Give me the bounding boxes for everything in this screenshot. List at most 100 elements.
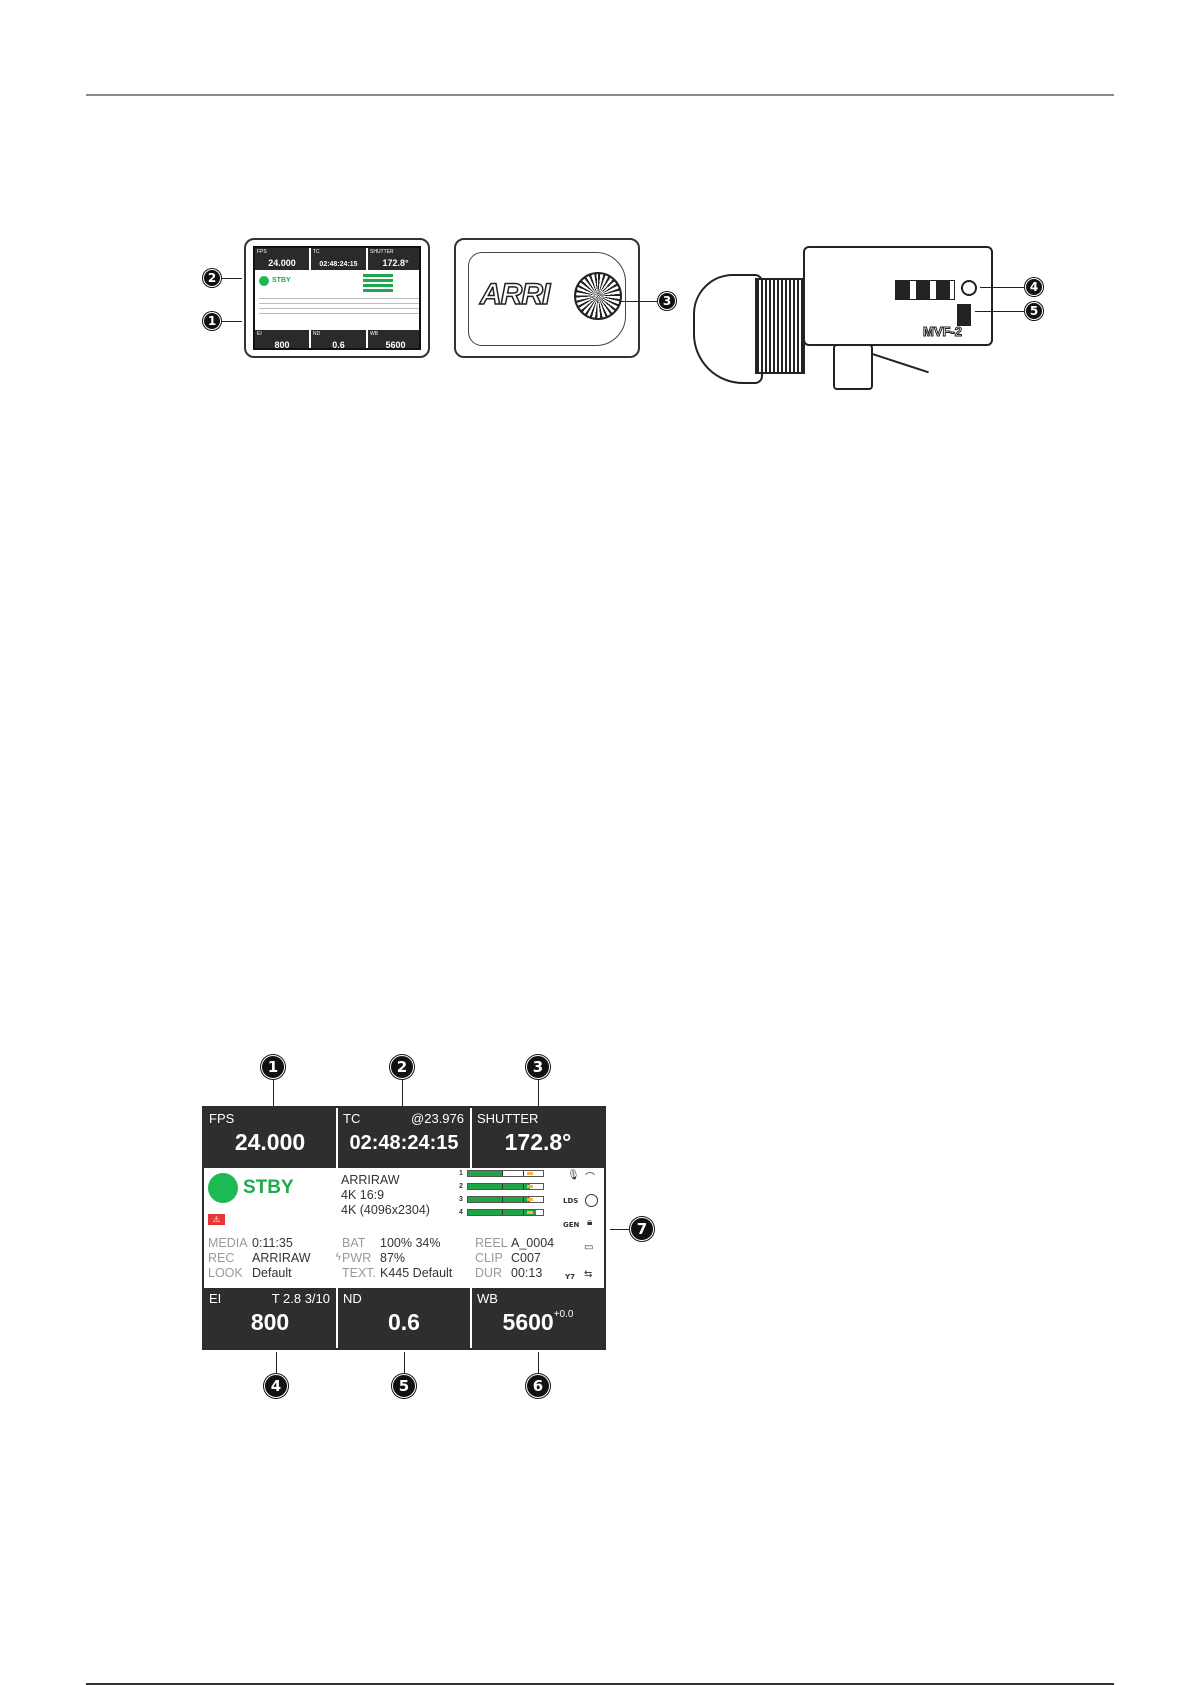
callout-3-arrow <box>538 1080 539 1106</box>
mini-wb-tile: WB 5600 <box>368 330 419 350</box>
clip-value: C007 <box>511 1251 541 1265</box>
fps-value: 24.000 <box>234 1129 306 1155</box>
ei-tile[interactable]: EI T 2.8 3/10 800 <box>204 1288 336 1348</box>
mini-screen: FPS 24.000 TC 02:48:24:15 SHUTTER 172.8°… <box>253 246 421 350</box>
card-lock-icon: ▭ <box>584 1242 594 1253</box>
mini-ei-tile: EI 800 <box>255 330 309 350</box>
nd-label: ND <box>343 1291 362 1306</box>
wifi-icon: ⌒ <box>585 1173 595 1184</box>
callout-5-leader <box>975 311 1025 312</box>
audio-meter-bar <box>467 1170 544 1177</box>
tc-project-rate: @23.976 <box>411 1111 464 1126</box>
wb-tile[interactable]: WB 5600+0.0 <box>472 1288 604 1348</box>
fps-tile[interactable]: FPS 24.000 <box>204 1108 336 1168</box>
callout-6-arrow <box>538 1352 539 1374</box>
mini-ei-value: 800 <box>274 340 290 350</box>
wb-value-wrap: 5600+0.0 <box>472 1309 604 1336</box>
mini-tc-label: TC <box>313 249 320 255</box>
mini-tc-value: 02:48:24:15 <box>319 261 358 268</box>
mini-wb-value: 5600 <box>385 340 406 350</box>
reel-value: A_0004 <box>511 1236 555 1250</box>
callout-2-small: 2 <box>203 269 221 287</box>
callout-1-small: 1 <box>203 312 221 330</box>
evf-buttons <box>895 280 955 300</box>
evf-cable <box>871 352 929 374</box>
format-line-2: 4K 16:9 <box>341 1188 385 1202</box>
nd-tile[interactable]: ND 0.6 <box>338 1288 470 1348</box>
callout-2: 2 <box>390 1055 414 1079</box>
format-line-3: 4K (4096x2304) <box>341 1203 430 1217</box>
warning-icon: ⚠ <box>208 1214 225 1225</box>
callout-2-leader <box>222 278 242 279</box>
audio-meter-fill <box>468 1197 530 1202</box>
arri-logo: ARRI <box>479 277 551 312</box>
mini-shutter-label: SHUTTER <box>370 249 394 255</box>
callout-1-leader <box>222 321 242 322</box>
audio-meter-bar <box>467 1183 544 1190</box>
evf-joystick-icon <box>961 280 977 296</box>
callout-3: 3 <box>526 1055 550 1079</box>
media-key: MEDIA <box>208 1236 248 1250</box>
callout-7-arrow <box>610 1229 630 1230</box>
callout-4-small: 4 <box>1025 278 1043 296</box>
evf-mount <box>833 344 873 390</box>
gen-label: GEN <box>563 1221 580 1229</box>
mini-shutter-value: 172.8° <box>382 258 409 268</box>
mini-fps-label: FPS <box>257 249 267 255</box>
format-line-1: ARRIRAW <box>341 1173 400 1187</box>
audio-meter-peak <box>526 1198 533 1201</box>
media-value: 0:11:35 <box>252 1236 293 1250</box>
lds-label: LDS <box>563 1197 579 1205</box>
dur-value: 00:13 <box>511 1266 543 1280</box>
mini-stby-dot <box>259 276 269 286</box>
shutter-value: 172.8° <box>504 1129 572 1155</box>
meter-channel-label: 4 <box>459 1209 463 1216</box>
back-panel-recess <box>468 252 626 346</box>
mini-nd-value: 0.6 <box>332 340 345 350</box>
tc-tile[interactable]: TC @23.976 02:48:24:15 <box>338 1108 470 1168</box>
audio-meter-tick <box>522 1171 524 1176</box>
pwr-value: 87% <box>380 1251 406 1265</box>
meter-channel-label: 2 <box>459 1183 463 1190</box>
mini-tc-tile: TC 02:48:24:15 <box>311 248 366 270</box>
wb-value: 5600 <box>502 1309 554 1335</box>
callout-5-arrow <box>404 1352 405 1374</box>
monitor-back-illustration: ARRI <box>454 238 640 358</box>
text-value: K445 Default <box>380 1266 453 1280</box>
evf-toggle-switch <box>957 304 971 326</box>
callout-5-small: 5 <box>1025 302 1043 320</box>
shutter-tile[interactable]: SHUTTER 172.8° <box>472 1108 604 1168</box>
usb-icon: ⇆ <box>584 1269 593 1280</box>
header-rule <box>86 94 1114 96</box>
audio-meter-peak <box>526 1185 533 1188</box>
callout-2-arrow <box>402 1080 403 1106</box>
footer-rule <box>86 1683 1114 1685</box>
evf-illustration: MVF-2 <box>685 236 1015 396</box>
mini-info-lines <box>259 298 419 314</box>
mini-wb-label: WB <box>370 331 379 337</box>
status-area: STBY ⚠ ARRIRAW 4K 16:9 4K (4096x2304) ME… <box>204 1169 604 1288</box>
audio-meter-tick <box>501 1197 503 1202</box>
pwr-key: PWR <box>342 1251 372 1265</box>
microphone-icon: 🎙 <box>567 1170 580 1181</box>
meter-channel-label: 1 <box>459 1170 463 1177</box>
jog-wheel-icon <box>574 272 622 320</box>
callout-6: 6 <box>526 1374 550 1398</box>
bat-key: BAT <box>342 1236 366 1250</box>
record-status-text: STBY <box>243 1177 294 1198</box>
tc-value: 02:48:24:15 <box>349 1132 459 1154</box>
ei-label: EI <box>209 1291 222 1306</box>
evf-label: MVF-2 <box>923 324 963 340</box>
audio-meter-tick <box>501 1184 503 1189</box>
mini-shutter-tile: SHUTTER 172.8° <box>368 248 419 270</box>
monitor-front-illustration: FPS 24.000 TC 02:48:24:15 SHUTTER 172.8°… <box>244 238 430 358</box>
shutter-label: SHUTTER <box>477 1111 539 1126</box>
lens-icon <box>585 1194 598 1207</box>
mini-nd-tile: ND 0.6 <box>311 330 366 350</box>
audio-meter-tick <box>501 1210 503 1215</box>
mini-ei-label: EI <box>257 331 262 337</box>
fps-label: FPS <box>209 1111 235 1126</box>
callout-4: 4 <box>264 1374 288 1398</box>
mini-fps-tile: FPS 24.000 <box>255 248 309 270</box>
callout-5: 5 <box>392 1374 416 1398</box>
